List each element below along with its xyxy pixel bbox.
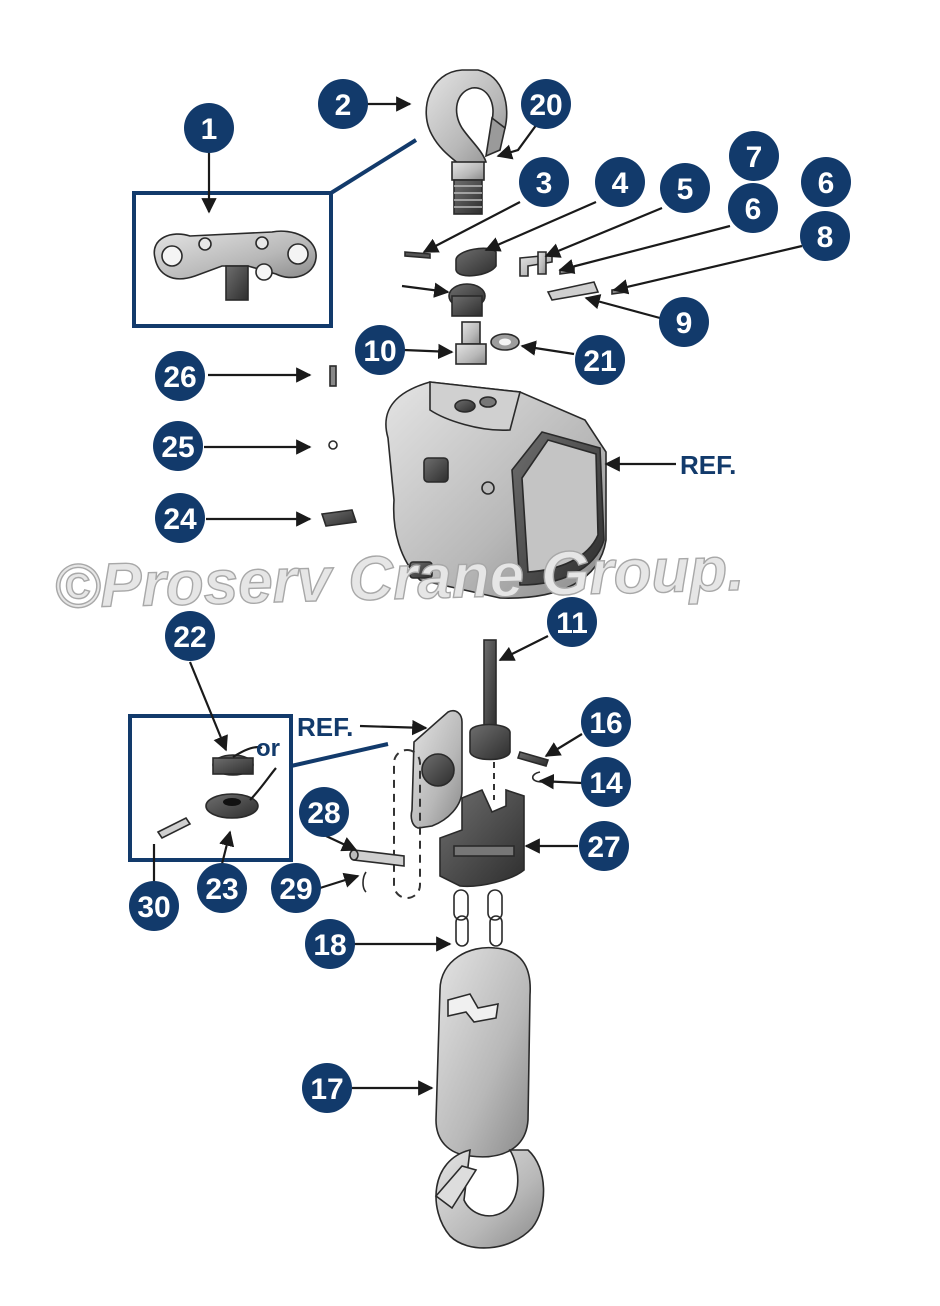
callout-circle [521, 79, 571, 129]
callout-10: 10 [355, 325, 405, 375]
callout-14: 14 [581, 757, 631, 807]
inset-box-1 [132, 138, 418, 328]
callout-number: 8 [817, 221, 834, 254]
callout-number: 7 [746, 141, 763, 174]
callout-circle [659, 297, 709, 347]
ref-label-housing: REF. [680, 450, 736, 480]
callout-9: 9 [659, 297, 709, 347]
callout-number: 2 [335, 89, 352, 122]
callout-26: 26 [155, 351, 205, 401]
callout-number: 28 [307, 797, 340, 830]
callout-24: 24 [155, 493, 205, 543]
callout-circle [271, 863, 321, 913]
callout-23: 23 [197, 863, 247, 913]
callout-circle [184, 103, 234, 153]
callout-circle [575, 335, 625, 385]
ref-label-plate: REF. [297, 712, 353, 742]
callout-5: 5 [660, 163, 710, 213]
callout-number: 30 [137, 891, 170, 924]
callout-circle [355, 325, 405, 375]
callout-22: 22 [165, 611, 215, 661]
callout-circle [729, 131, 779, 181]
callout-number: 14 [589, 767, 623, 800]
callout-number: 6 [745, 193, 762, 226]
callout-21: 21 [575, 335, 625, 385]
callout-circle [581, 757, 631, 807]
callout-circle [302, 1063, 352, 1113]
callout-number: 17 [310, 1073, 343, 1106]
lower-block-parts [349, 639, 550, 947]
callout-6: 6 [728, 183, 778, 233]
callout-number: 3 [536, 167, 553, 200]
callout-circle [581, 697, 631, 747]
inset-box-2 [128, 714, 389, 862]
callout-4: 4 [595, 157, 645, 207]
or-label: or [256, 735, 280, 762]
callout-number: 18 [313, 929, 346, 962]
callout-circle [579, 821, 629, 871]
callout-number: 6 [818, 167, 835, 200]
callout-circle [595, 157, 645, 207]
callout-27: 27 [579, 821, 629, 871]
callout-number: 29 [279, 873, 312, 906]
callout-circle [305, 919, 355, 969]
callout-7: 7 [729, 131, 779, 181]
callout-17: 17 [302, 1063, 352, 1113]
callout-28: 28 [299, 787, 349, 837]
callout-circle [547, 597, 597, 647]
callout-20: 20 [521, 79, 571, 129]
callout-circle [299, 787, 349, 837]
top-hook-part [425, 69, 508, 215]
callout-8: 8 [800, 211, 850, 261]
callout-number: 27 [587, 831, 620, 864]
callout-number: 9 [676, 307, 693, 340]
callout-circle [129, 881, 179, 931]
callout-number: 22 [173, 621, 206, 654]
callout-16: 16 [581, 697, 631, 747]
callout-number: 25 [161, 431, 194, 464]
callout-number: 21 [583, 345, 616, 378]
callout-3: 3 [519, 157, 569, 207]
housing-part [385, 381, 607, 599]
callout-number: 10 [363, 335, 396, 368]
callout-number: 23 [205, 873, 238, 906]
callout-6-b: 6 [801, 157, 851, 207]
callout-number: 20 [529, 89, 562, 122]
callout-number: 4 [612, 167, 629, 200]
callout-circle [153, 421, 203, 471]
bottom-hook-part [434, 946, 545, 1249]
callout-30: 30 [129, 881, 179, 931]
callout-number: 24 [163, 503, 197, 536]
callout-circle [800, 211, 850, 261]
callout-number: 1 [201, 113, 218, 146]
callout-11: 11 [547, 597, 597, 647]
callout-number: 5 [677, 173, 694, 206]
callout-circle [165, 611, 215, 661]
callout-29: 29 [271, 863, 321, 913]
callout-18: 18 [305, 919, 355, 969]
watermark-text: ©Proserv Crane Group. [54, 535, 746, 622]
callout-circle [318, 79, 368, 129]
callout-circle [197, 863, 247, 913]
callout-circle [660, 163, 710, 213]
callout-circle [801, 157, 851, 207]
leader-lines [152, 96, 803, 1096]
callout-number: 26 [163, 361, 196, 394]
callout-circle [728, 183, 778, 233]
housing-small-parts [320, 365, 358, 527]
callout-1: 1 [184, 103, 234, 153]
callout-2: 2 [318, 79, 368, 129]
callout-number: 16 [589, 707, 622, 740]
callout-number: 11 [556, 607, 588, 640]
callout-25: 25 [153, 421, 203, 471]
callout-circle [155, 493, 205, 543]
callout-circle [155, 351, 205, 401]
callout-circle [519, 157, 569, 207]
